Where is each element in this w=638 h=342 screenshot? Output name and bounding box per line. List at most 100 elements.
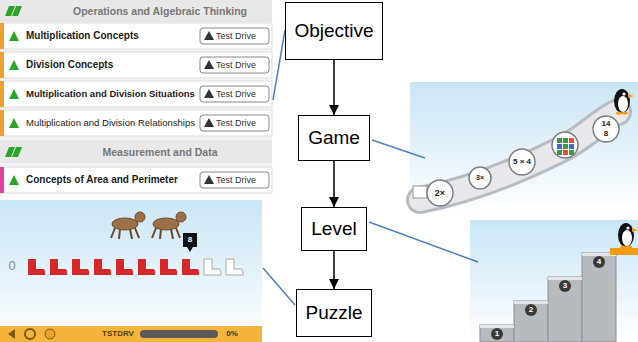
game-screenshot	[569, 150, 574, 155]
puzzle-screenshot	[204, 259, 243, 275]
step-number: 2	[529, 305, 533, 314]
stage-box: Level	[301, 207, 367, 251]
objective-list	[200, 28, 269, 44]
stage-name: Level	[311, 218, 356, 240]
puzzle-screenshot	[112, 218, 138, 230]
game-screenshot	[563, 138, 568, 143]
puzzle-screenshot	[226, 259, 243, 275]
step-number: 4	[597, 257, 601, 266]
game-text: 8	[604, 129, 608, 138]
objective-list	[0, 52, 272, 78]
puzzle-screenshot	[152, 228, 180, 239]
game-screenshot	[557, 144, 562, 149]
level-screenshot	[491, 328, 503, 340]
puzzle-screenshot	[28, 259, 45, 275]
button-text: Test Drive	[216, 118, 256, 128]
objective-list	[9, 31, 19, 41]
puzzle-screenshot	[183, 233, 197, 247]
objective-list	[0, 140, 272, 163]
level-screenshot	[610, 248, 638, 255]
list-heading: Operations and Algebraic Thinking	[73, 5, 247, 17]
objective-list	[200, 86, 269, 102]
objective-list	[0, 23, 4, 49]
level-screenshot	[525, 304, 537, 316]
puzzle-screenshot	[182, 259, 199, 275]
game-screenshot	[413, 186, 427, 198]
puzzle-screenshot	[25, 329, 35, 339]
objective-list	[204, 175, 214, 184]
objective-list	[5, 147, 22, 157]
puzzle-screenshot	[116, 259, 133, 275]
game-text: 2×	[435, 188, 445, 198]
level-screenshot	[582, 253, 616, 342]
game-text: 14	[602, 119, 611, 128]
marker-number: 8	[188, 235, 192, 244]
objective-list	[204, 118, 214, 127]
level-screenshot	[548, 277, 582, 280]
objective-name: Multiplication and Division Relationship…	[26, 118, 195, 129]
puzzle-screenshot	[94, 259, 111, 275]
objective-list	[0, 81, 272, 107]
objective-list	[0, 0, 272, 194]
number-line-start: 0	[8, 259, 15, 274]
objective-list	[5, 6, 22, 16]
puzzle-screenshot	[111, 212, 186, 239]
stage-box: Game	[298, 115, 370, 161]
step-number: 1	[495, 329, 499, 338]
game-screenshot	[569, 144, 574, 149]
game-screenshot	[557, 138, 562, 143]
objective-list	[200, 115, 269, 131]
puzzle-screenshot	[160, 259, 177, 275]
puzzle-screenshot	[0, 326, 262, 342]
level-screenshot	[593, 256, 605, 268]
level-screenshot	[514, 301, 548, 304]
level-screenshot	[480, 325, 514, 342]
leader-line	[263, 268, 295, 305]
flow-arrow	[333, 251, 335, 289]
level-screenshot	[559, 280, 571, 292]
puzzle-screenshot	[45, 329, 55, 339]
objective-list	[0, 0, 272, 194]
objective-list	[9, 89, 19, 99]
objective-list	[0, 110, 272, 136]
puzzle-screenshot	[153, 218, 179, 230]
game-text: 5 × 4	[513, 157, 531, 166]
leader-line	[263, 30, 478, 305]
objective-list	[0, 81, 4, 107]
objective-name: Division Concepts	[26, 59, 113, 71]
puzzle-screenshot	[72, 259, 89, 275]
objective-list	[204, 60, 214, 69]
game-screenshot	[552, 132, 578, 158]
level-screenshot	[480, 325, 514, 328]
game-text: 3×	[476, 174, 484, 182]
objective-name: Concepts of Area and Perimeter	[26, 174, 178, 186]
step-number: 3	[563, 281, 567, 290]
objective-list	[200, 172, 269, 188]
level-screenshot	[548, 277, 582, 342]
puzzle-screenshot	[140, 330, 218, 338]
objective-list	[204, 89, 214, 98]
puzzle-screenshot	[8, 329, 15, 339]
level-screenshot	[618, 223, 638, 249]
game-screenshot	[410, 82, 638, 215]
flow-arrow	[333, 60, 335, 115]
game-screenshot	[563, 150, 568, 155]
game-screenshot	[469, 167, 491, 189]
stage-box: Puzzle	[296, 289, 372, 337]
puzzle-screenshot	[50, 259, 67, 275]
objective-list	[9, 118, 19, 128]
button-text: Test Drive	[216, 175, 256, 185]
objective-name: Multiplication and Division Situations	[26, 89, 195, 100]
objective-list	[0, 167, 272, 193]
leader-line	[369, 222, 478, 262]
progress-text: 0%	[226, 329, 238, 338]
puzzle-screenshot	[28, 259, 199, 275]
puzzle-screenshot	[111, 228, 139, 239]
leader-line	[273, 30, 285, 100]
stage-name: Game	[308, 127, 360, 149]
objective-list	[0, 0, 272, 22]
stage-name: Objective	[294, 20, 373, 42]
game-screenshot	[427, 180, 453, 206]
puzzle-screenshot	[135, 212, 145, 222]
objective-list	[0, 23, 272, 49]
